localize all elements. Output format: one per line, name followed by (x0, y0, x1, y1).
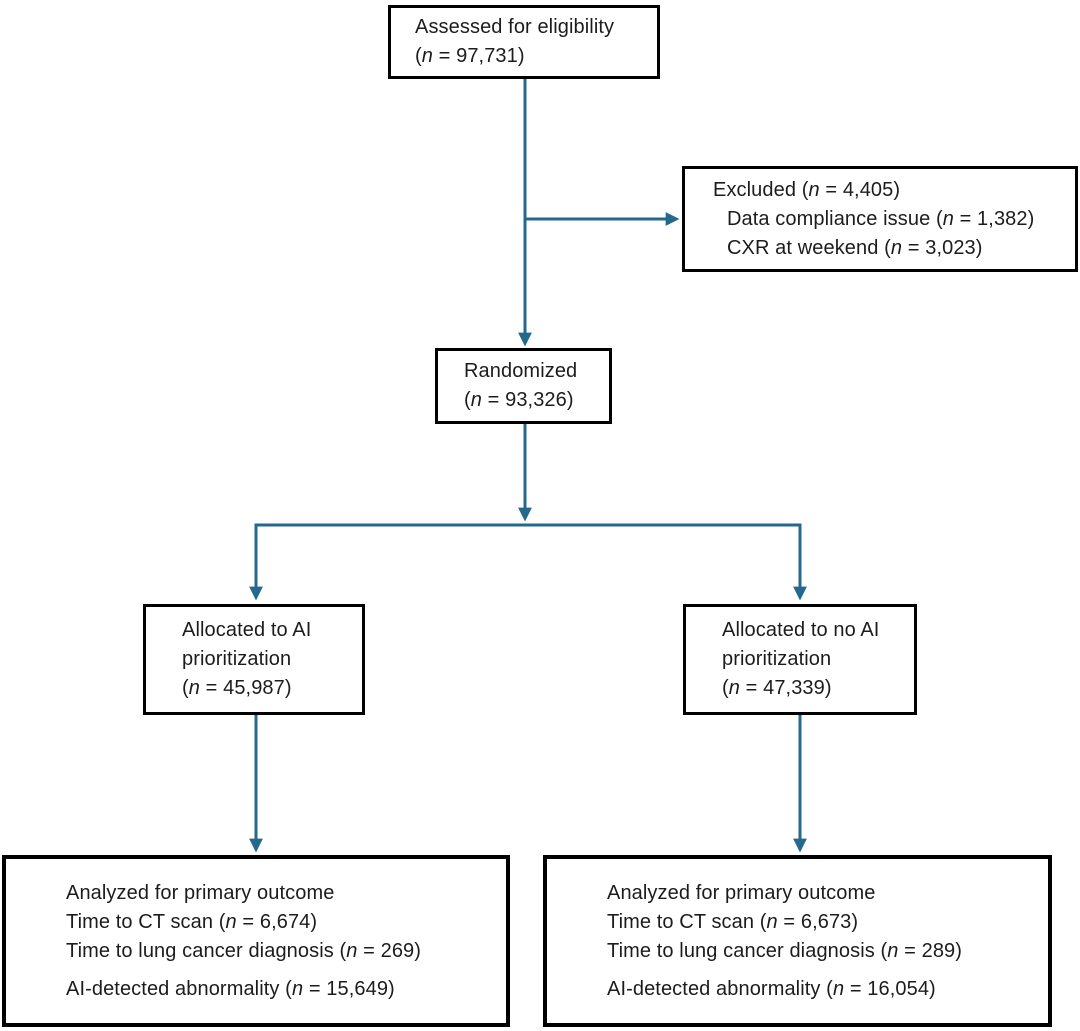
text-line: Analyzed for primary outcome (607, 881, 876, 904)
text-line: Allocated to AI (182, 619, 312, 641)
text-line: CXR at weekend (n = 3,023) (727, 236, 983, 259)
excluded-box: Excluded (n = 4,405) Data compliance issu… (682, 166, 1078, 272)
text-line: Time to CT scan (n = 6,674) (66, 910, 318, 933)
text-line: Analyzed for primary outcome (66, 881, 335, 904)
randomized-box: Randomized (n = 93,326) (435, 348, 612, 424)
allocated-no-ai-prioritization-box: Allocated to no AI prioritization (n = 47,… (683, 604, 917, 715)
text-line: AI-detected abnormality (n = 15,649) (66, 977, 395, 1000)
text-line: prioritization (182, 648, 292, 670)
text-line: Allocated to no AI (722, 619, 880, 641)
text-line: (n = 47,339) (722, 677, 832, 699)
text-line: Time to lung cancer diagnosis (n = 289) (607, 939, 963, 962)
text-line: AI-detected abnormality (n = 16,054) (607, 977, 936, 1000)
text-line: Time to lung cancer diagnosis (n = 269) (66, 939, 422, 962)
text-line: (n = 45,987) (182, 677, 292, 699)
text-line: (n = 93,326) (464, 389, 574, 411)
text-line: Time to CT scan (n = 6,673) (607, 910, 859, 933)
text-line: Randomized (464, 360, 578, 382)
text-line: Data compliance issue (n = 1,382) (727, 207, 1035, 230)
text-line: (n = 97,731) (415, 45, 525, 67)
assessed-for-eligibility-box: Assessed for eligibility (n = 97,731) (388, 5, 660, 79)
text-line: Excluded (n = 4,405) (713, 178, 901, 201)
allocated-ai-prioritization-box: Allocated to AI prioritization (n = 45,987… (143, 604, 365, 715)
text-line: prioritization (722, 648, 832, 670)
text-line: Assessed for eligibility (415, 16, 615, 38)
